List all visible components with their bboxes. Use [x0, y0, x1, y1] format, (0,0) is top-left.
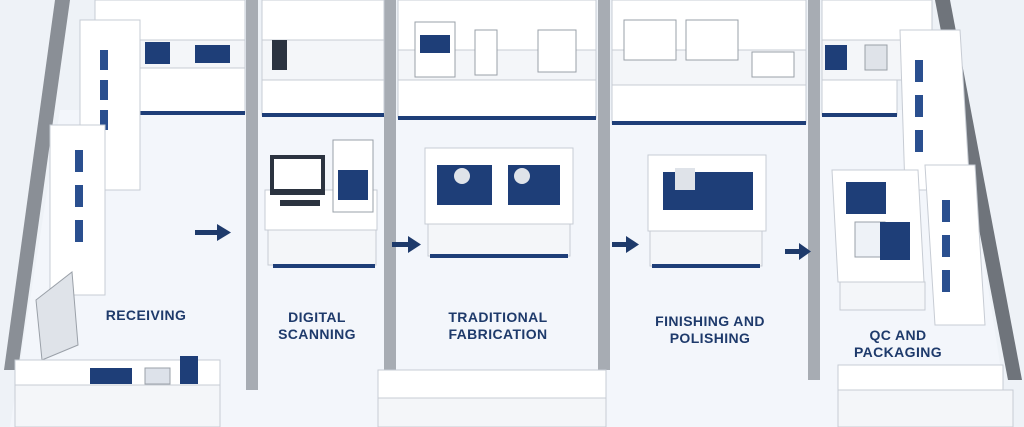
partition-wall-4 [808, 0, 820, 380]
outer-wall-left [4, 0, 70, 370]
station-label-receiving: RECEIVING [105, 307, 187, 323]
station-label-digital-scanning: DIGITAL SCANNING [278, 309, 356, 342]
back-equipment [145, 19, 888, 78]
bottom-counters [14, 356, 1014, 427]
scanning-workstation [264, 139, 378, 268]
qc-island [831, 169, 926, 311]
partition-wall-3 [598, 0, 610, 370]
finishing-island [647, 154, 767, 268]
arrow-right-icon [785, 243, 811, 260]
right-shelving [899, 29, 986, 326]
arrow-right-icon [612, 236, 639, 253]
partition-wall-2 [384, 0, 396, 370]
flow-arrows [195, 224, 811, 260]
station-label-finishing-polishing: FINISHING AND POLISHING [655, 313, 765, 346]
station-label-traditional-fabrication: TRADITIONAL FABRICATION [448, 309, 548, 342]
station-label-qc-packaging: QC AND PACKAGING [853, 327, 943, 360]
arrow-right-icon [195, 224, 231, 241]
partition-wall-1 [246, 0, 258, 390]
left-shelving [35, 19, 141, 361]
fabrication-island [424, 147, 574, 258]
kickplates [140, 111, 897, 125]
arrow-right-icon [392, 236, 421, 253]
